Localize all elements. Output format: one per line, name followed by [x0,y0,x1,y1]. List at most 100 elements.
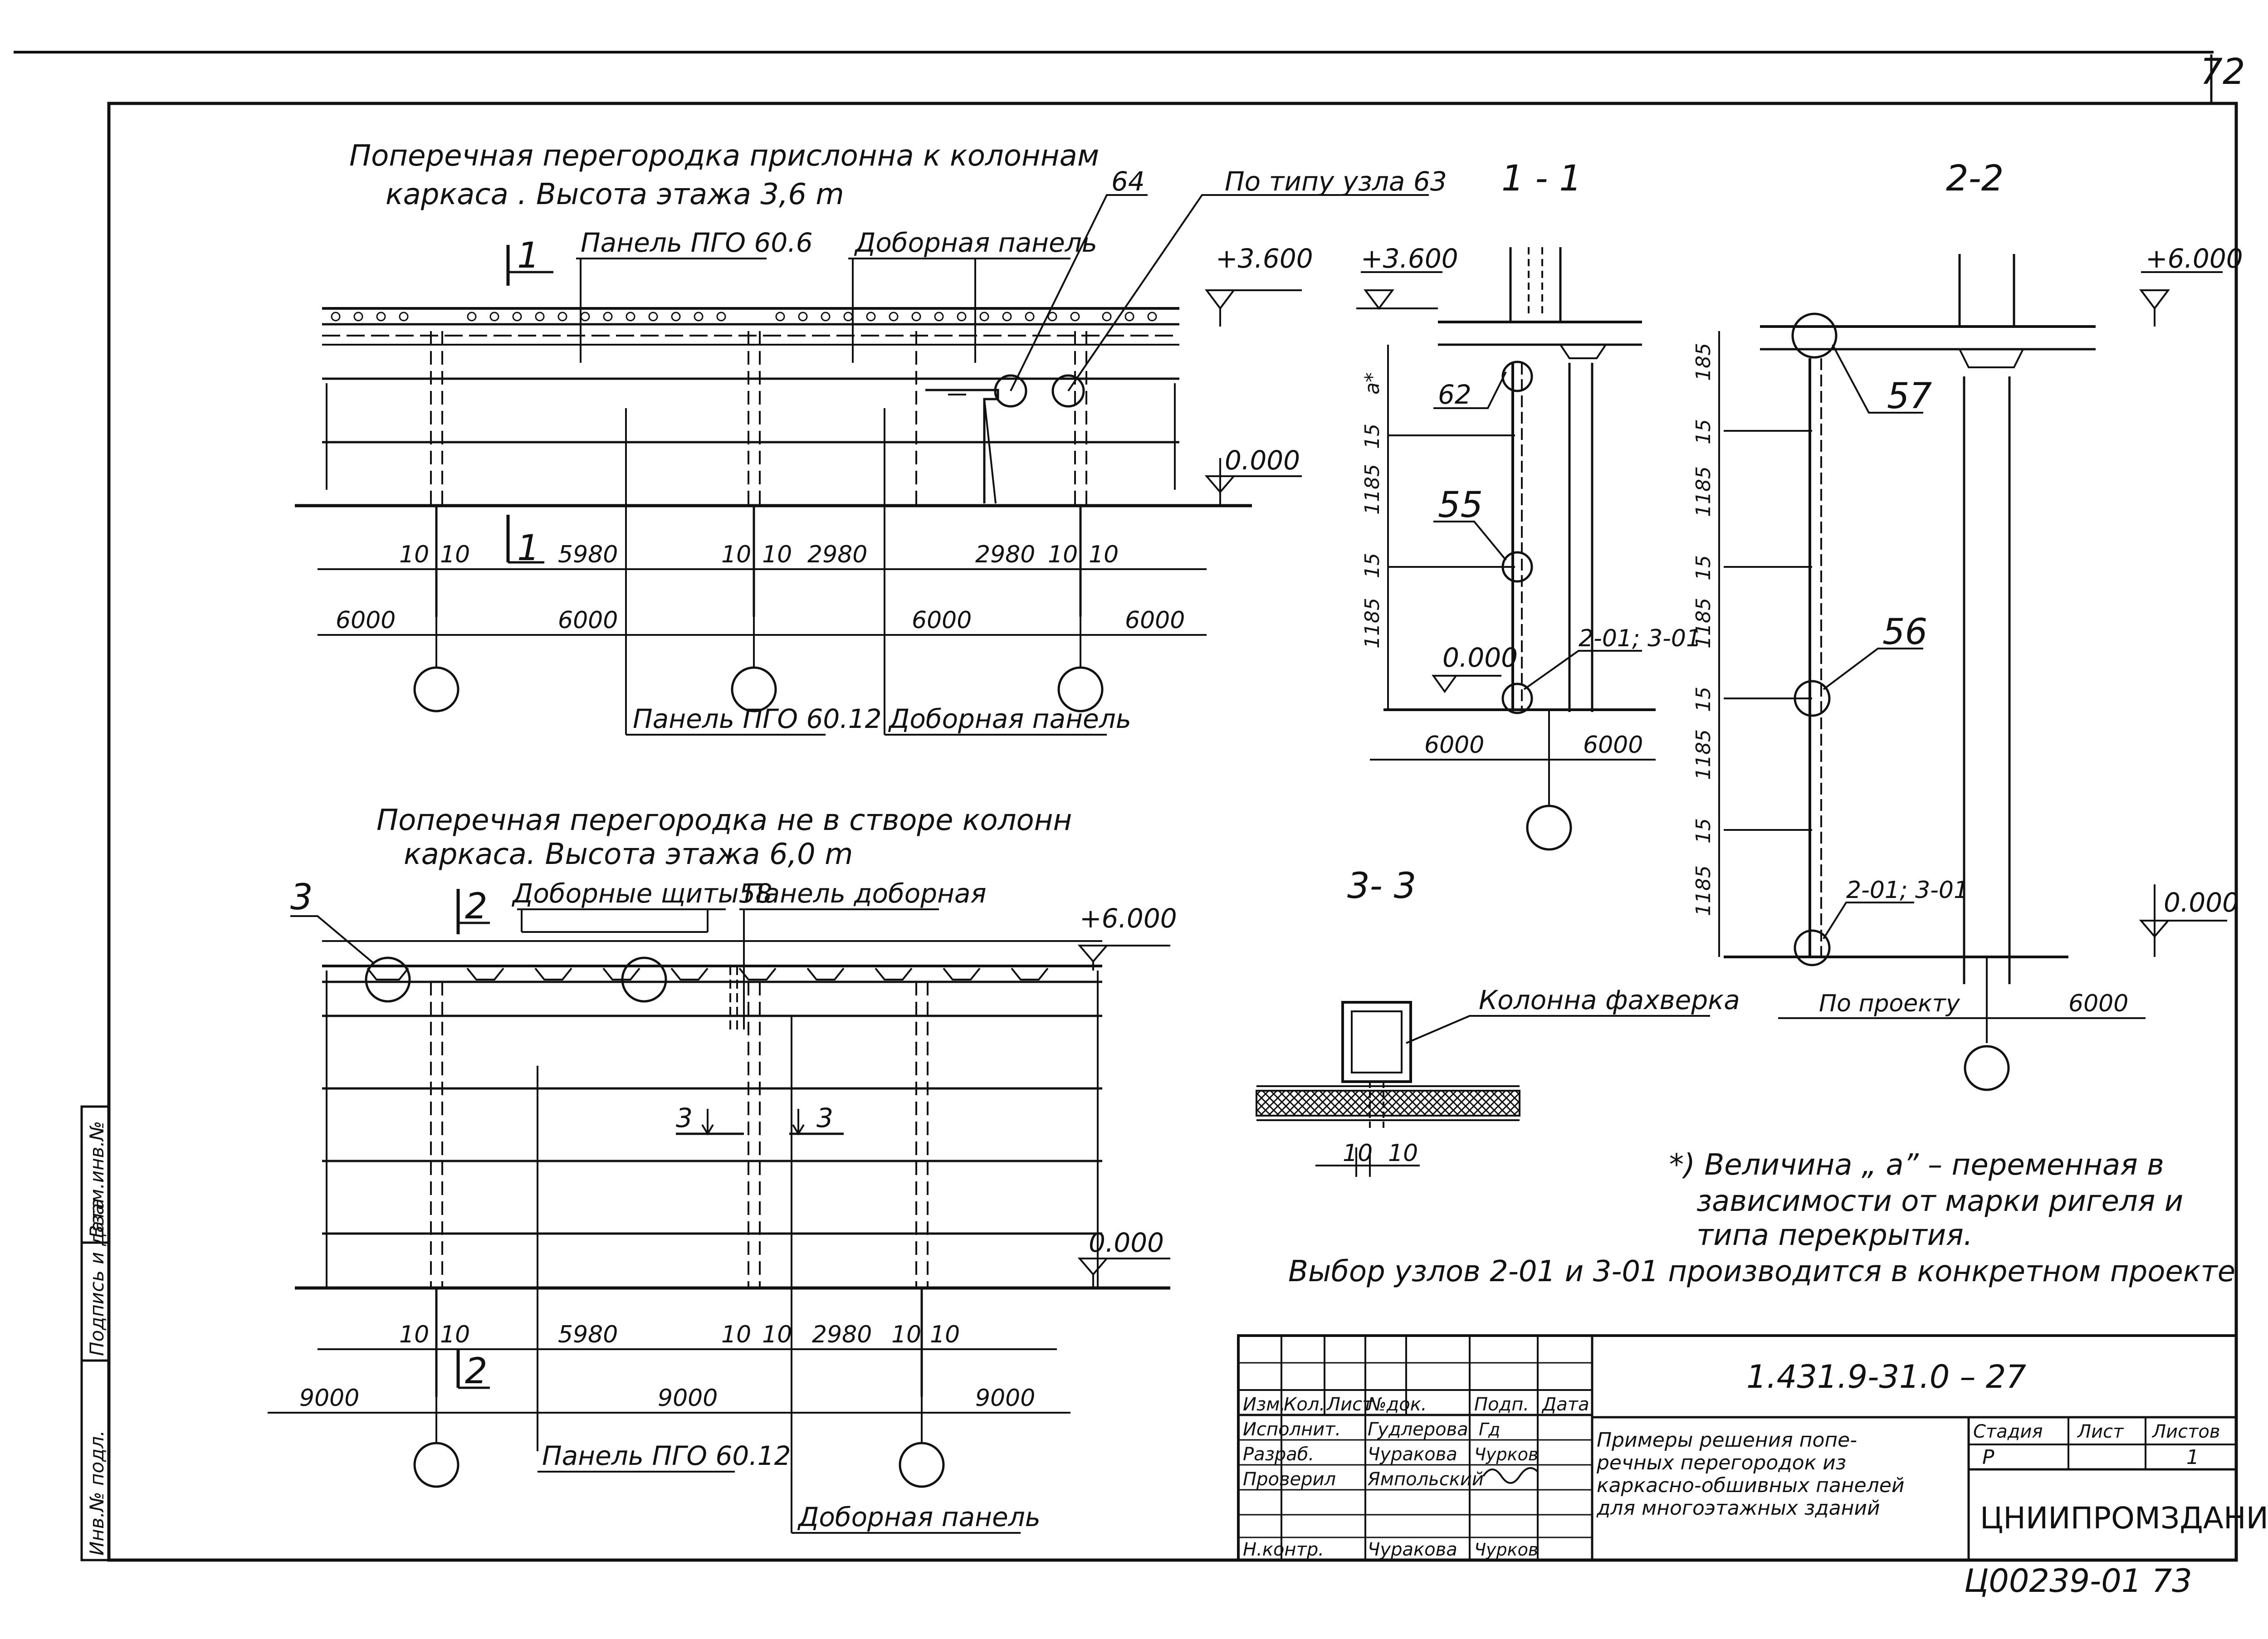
tb-header-podp: Подп. [1474,1394,1529,1415]
plan2-label-extra-bottom: Доборная панель [797,1502,1041,1532]
section11-vdim-4: 1185 [1361,598,1384,649]
section22-vdim-0: 185 [1692,343,1715,381]
plan1-dim-r2-0: 6000 [336,607,396,634]
plan1-dim-r1-6: 2980 [975,541,1035,568]
plan1-callout-type63: По типу узла 63 [1225,166,1447,197]
tb-stage-header-0: Стадия [1973,1421,2043,1442]
plan2-dim-r1-1: 10 [440,1321,470,1348]
plan2-dim-r1-2: 5980 [558,1321,618,1348]
notes: *) Величина „ а” – переменная в зависимо… [1288,1148,2235,1288]
section11-callout-201: 2-01; 3-01 [1579,625,1701,652]
plan1-dim-r2-2: 6000 [912,607,972,634]
tb-row4-name: Чуракова [1368,1539,1457,1560]
plan1-dim-r1-5: 2980 [807,541,867,568]
tb-row1-name: Чуракова [1368,1444,1457,1465]
section11-callout-55: 55 [1438,485,1483,526]
plan1-label-extra-top: Доборная панель [854,227,1097,258]
plan1-dim-r2-3: 6000 [1125,607,1185,634]
note-line4: Выбор узлов 2-01 и 3-01 производится в к… [1288,1255,2235,1288]
side-stamp [80,1105,110,1561]
plan1-section-mark-bottom: 1 [517,528,540,569]
plan1-dim-r1-3: 10 [721,541,751,568]
section33-dim-1: 10 [1388,1140,1418,1167]
section22-callout-57: 57 [1887,376,1932,417]
section22-callout-56: 56 [1882,612,1927,653]
tb-stage-header-2: Листов [2151,1421,2220,1442]
section11-vdim-2: 1185 [1361,464,1384,515]
tb-organization: ЦНИИПРОМЗДАНИЙ [1980,1500,2268,1536]
tb-signature-mark [1482,1467,1539,1484]
plan2-label-panel-extra: Панель доборная [744,878,986,909]
section33-dim-0: 10 [1343,1140,1373,1167]
plan2-label-extra-shields: Доборные щиты58 [511,878,772,909]
plan2-dim-r1-7: 10 [930,1321,960,1348]
tb-row0-name: Гудлерова [1368,1419,1468,1440]
section11-level-top: +3.600 [1361,243,1458,274]
tb-header-kol: Кол. [1284,1394,1325,1415]
plan1-title-line1: Поперечная перегородка прислонна к колон… [349,139,1099,173]
section11-vdim-1: 15 [1361,424,1384,449]
tb-desc-0: Примеры решения попе- [1597,1429,1857,1452]
title-block [1237,1334,2238,1561]
plan1-label-panel-top: Панель ПГО 60.6 [581,227,813,258]
section22-vdim-5: 15 [1692,687,1715,712]
plan1-columns [430,331,1087,617]
tb-stage-value-1: 1 [2186,1446,2199,1469]
tb-row2-name: Ямпольский [1367,1469,1484,1490]
section22-vdim-8: 1185 [1692,865,1715,916]
plan1-dim-r1-0: 10 [399,541,429,568]
plan2-dim-r1-0: 10 [399,1321,429,1348]
plan1-dim-r1-8: 10 [1089,541,1119,568]
section22-vdim-1: 15 [1692,419,1715,444]
plan1-dim-r1-2: 5980 [558,541,618,568]
tb-row1-role: Разраб. [1243,1444,1314,1465]
tb-header-list: Лист [1326,1394,1374,1415]
plan2-section-mark-bottom: 2 [465,1351,488,1392]
section11-title: 1 - 1 [1501,158,1582,199]
plan1-label-panel-bottom: Панель ПГО 60.12 [633,703,882,734]
section22-dim-1: 6000 [2068,990,2128,1017]
plan2-dim-r2-1: 9000 [658,1385,718,1412]
plan1-label-extra-bottom: Доборная панель [888,703,1131,734]
bottom-code: Ц00239-01 73 [1964,1562,2192,1600]
tb-row0-sign: Гд [1479,1419,1500,1439]
section22-vdim-3: 15 [1692,555,1715,580]
plan2-level-top: +6.000 [1080,903,1177,934]
sheet-frame [14,51,2238,1562]
tb-row1-sign: Чурков [1474,1444,1538,1464]
plan1-dim-r2-1: 6000 [558,607,618,634]
section11-level-zero: 0.000 [1442,642,1518,673]
plan2-dim-r1-6: 10 [891,1321,921,1348]
tb-code: 1.431.9-31.0 – 27 [1746,1358,2026,1395]
tb-header-data: Дата [1541,1394,1589,1415]
plan2-dim-r2-0: 9000 [299,1385,359,1412]
section22-title: 2-2 [1946,158,2004,199]
tb-desc-2: каркасно-обшивных панелей [1597,1474,1905,1497]
tb-row0-role: Исполнит. [1243,1419,1341,1440]
note-line3: типа перекрытия. [1696,1219,1973,1252]
section22-callout-201: 2-01; 3-01 [1846,877,1969,904]
section-3-3: 3- 3 Колонна фахверка 10 10 [1256,866,1740,1177]
note-line1: *) Величина „ а” – переменная в [1669,1148,2164,1182]
section22-vdim-7: 15 [1692,818,1715,844]
plan2-columns [430,982,929,1397]
tb-stage-value-0: Р [1982,1446,1994,1469]
section11-dim-0: 6000 [1424,732,1484,759]
tb-header-izm: Изм. [1243,1394,1286,1415]
plan1-title-line2: каркаса . Высота этажа 3,6 m [386,178,844,211]
sheet-number: 72 [2200,52,2245,93]
plan1-dim-r1-4: 10 [762,541,792,568]
plan2-dim-r1-5: 2980 [812,1321,872,1348]
section22-vdim-6: 1185 [1692,729,1715,780]
plan1-dim-r1-1: 10 [440,541,470,568]
plan2-cut-left: 3 [676,1102,693,1133]
section33-title: 3- 3 [1347,866,1416,907]
plan2-level-zero: 0.000 [1089,1227,1164,1258]
tb-row4-role: Н.контр. [1243,1539,1324,1560]
section33-label-column: Колонна фахверка [1479,985,1740,1015]
side-stamp-inv: Инв.№ подл. [86,1430,108,1556]
note-line2: зависимости от марки ригеля и [1696,1185,2183,1218]
plan2-section-mark-top: 2 [465,886,488,927]
plan2-dim-r1-4: 10 [762,1321,792,1348]
